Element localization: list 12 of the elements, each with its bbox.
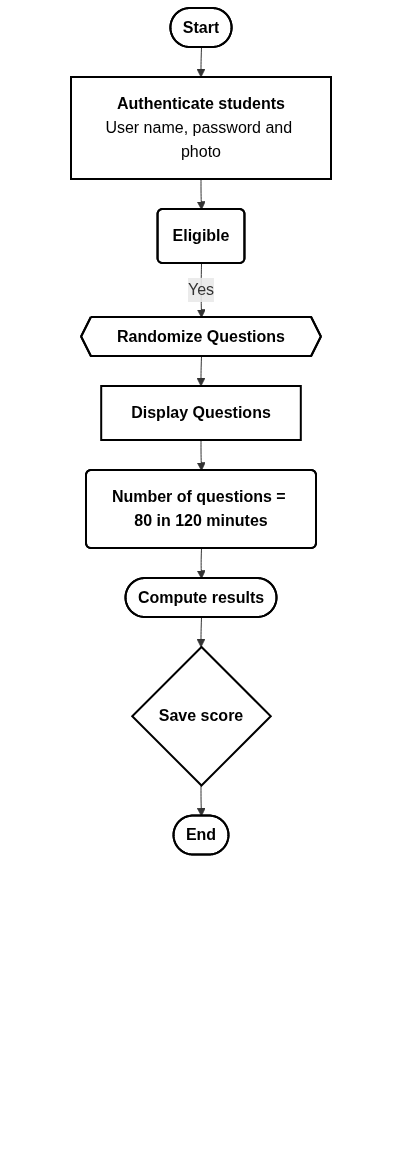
- edge-label: Yes: [187, 281, 214, 298]
- node-box: Display Questions: [99, 385, 302, 441]
- node-text: Number of questions = 80 in 120 minutes: [111, 488, 286, 529]
- node-box: Authenticate students User name, password and photo: [69, 76, 332, 180]
- node-diamond: Save score: [130, 645, 272, 787]
- arrow: [196, 617, 205, 648]
- arrow: [196, 548, 206, 579]
- arrow: [196, 356, 205, 387]
- arrow: [196, 178, 206, 210]
- arrow: [196, 47, 205, 78]
- arrow: [196, 439, 206, 471]
- arrow: [196, 785, 206, 817]
